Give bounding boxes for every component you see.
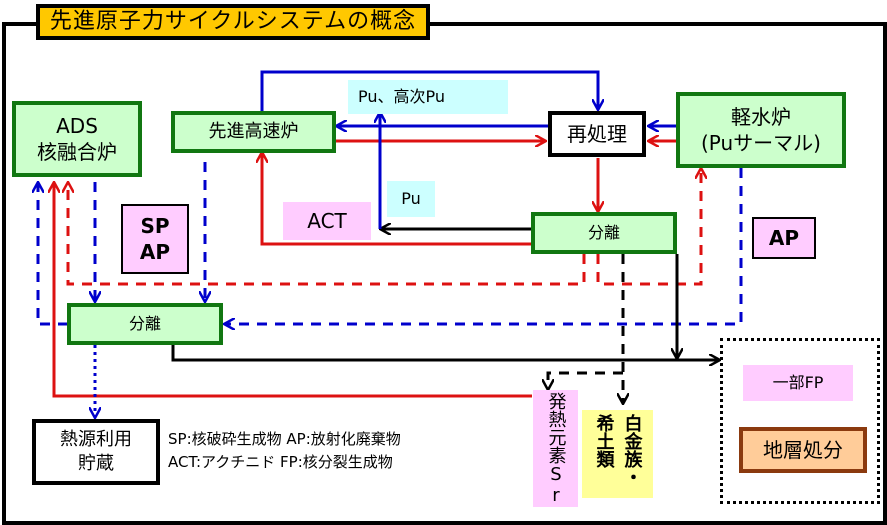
node-platinum-label: 白金族・ <box>621 414 643 486</box>
node-heat-elements-label: 発熱元素Sr <box>545 392 567 506</box>
node-heat-storage-line1: 熱源利用 <box>60 429 132 450</box>
flow-sep-to-heat-elements <box>548 371 623 390</box>
flow-separation-to-ads <box>38 182 68 326</box>
node-fast-reactor-label: 先進高速炉 <box>208 121 299 142</box>
node-fast-reactor[interactable]: 先進高速炉 <box>171 111 336 153</box>
tag-pu: Pu <box>387 181 435 217</box>
node-heat-storage-line2: 貯蔵 <box>78 453 114 474</box>
node-reprocessing[interactable]: 再処理 <box>548 111 646 157</box>
legend: SP:核破砕生成物 AP:放射化廃棄物 ACT:アクチニド FP:核分裂生成物 <box>168 428 401 474</box>
node-rare-earth-label: 希土類 <box>593 414 615 468</box>
node-lwr[interactable]: 軽水炉 (Puサーマル) <box>676 92 846 168</box>
node-lwr-line2: (Puサーマル) <box>701 131 821 155</box>
diagram-frame <box>2 22 887 525</box>
node-separation-right[interactable]: 分離 <box>531 212 677 254</box>
flow-sep-to-lwr-dashed <box>596 168 701 286</box>
node-ads-line2: 核融合炉 <box>37 140 117 164</box>
legend-line1: SP:核破砕生成物 AP:放射化廃棄物 <box>168 430 401 448</box>
flow-fast-to-reprocessing <box>260 70 598 112</box>
tag-pu-high: Pu、高次Pu <box>348 80 508 114</box>
node-separation-left[interactable]: 分離 <box>67 303 223 345</box>
tag-act: ACT <box>283 202 371 240</box>
node-heat-elements-sr[interactable]: 発熱元素Sr <box>533 390 578 507</box>
tag-ap: AP <box>752 217 816 259</box>
tag-partial-fp: 一部FP <box>743 365 853 401</box>
flow-act-to-fast <box>262 152 532 246</box>
disposal-region <box>720 338 880 504</box>
node-rare-earth-platinum[interactable]: 白金族・ 希土類 <box>582 410 653 498</box>
flow-heat-elements-to-ads <box>54 182 532 398</box>
node-ads-fusion[interactable]: ADS 核融合炉 <box>12 101 142 177</box>
tag-sp-ap: SP AP <box>121 204 189 274</box>
node-geological-disposal-label: 地層処分 <box>763 438 843 462</box>
node-separation-right-label: 分離 <box>587 223 620 242</box>
node-separation-left-label: 分離 <box>128 314 161 333</box>
page-title: 先進原子力サイクルシステムの概念 <box>36 4 430 40</box>
flow-sep-to-ads-dashed <box>68 182 586 286</box>
legend-line2: ACT:アクチニド FP:核分裂生成物 <box>168 453 393 471</box>
node-geological-disposal[interactable]: 地層処分 <box>739 427 867 473</box>
node-ads-line1: ADS <box>56 114 98 138</box>
node-reprocessing-label: 再処理 <box>567 122 627 146</box>
flow-separation-to-disposal <box>171 345 720 360</box>
node-heat-storage[interactable]: 熱源利用 貯蔵 <box>32 419 160 485</box>
node-lwr-line1: 軽水炉 <box>731 105 791 129</box>
